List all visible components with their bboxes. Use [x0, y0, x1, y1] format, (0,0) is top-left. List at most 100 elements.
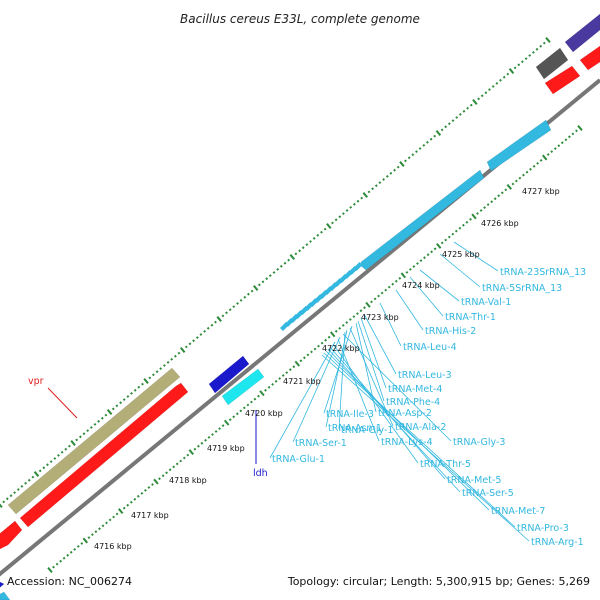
tick-dot-outer: [216, 316, 222, 322]
tick-dot-inner: [550, 150, 554, 154]
tick-dot-inner: [320, 341, 324, 345]
tick-dot-outer: [341, 212, 345, 216]
tick-dot-outer: [415, 150, 418, 154]
tick-dot-outer: [78, 435, 82, 439]
trna-label[interactable]: tRNA-23SrRNA_13: [500, 267, 586, 278]
trna-label[interactable]: tRNA-5SrRNA_13: [482, 283, 562, 294]
tick-dot-outer: [506, 72, 510, 76]
tick-dot-inner: [454, 229, 458, 233]
tick-dot-outer: [122, 398, 126, 402]
trna-label[interactable]: tRNA-Pro-3: [517, 523, 569, 534]
trna-label[interactable]: tRNA-Asn-1: [328, 423, 382, 434]
tick-dot-inner: [490, 200, 494, 204]
tick-dot-inner: [239, 409, 243, 413]
trna-label[interactable]: tRNA-Glu-1: [272, 454, 325, 465]
tick-dot-outer: [513, 66, 517, 70]
feature-red-1[interactable]: [19, 382, 189, 528]
feature-cyan-1[interactable]: [221, 368, 265, 406]
tick-dot-outer: [188, 342, 192, 346]
feature-blue-ldh[interactable]: [208, 355, 250, 394]
tick-dot-inner: [186, 453, 190, 457]
tick-dot-outer: [199, 333, 203, 336]
trna-label[interactable]: tRNA-Thr-5: [420, 459, 471, 470]
tick-dot-inner: [522, 173, 525, 177]
tick-dot-inner: [451, 232, 455, 236]
feature-red-4[interactable]: [579, 45, 600, 71]
trna-label[interactable]: tRNA-Thr-1: [445, 312, 496, 323]
feature-cyan-corner[interactable]: [0, 591, 11, 600]
trna-leader-line: [379, 302, 402, 347]
trna-label[interactable]: tRNA-Asp-2: [378, 408, 432, 419]
tick-dot-outer: [289, 254, 295, 260]
feature-purple[interactable]: [564, 13, 600, 53]
tick-dot-inner: [440, 241, 444, 245]
tick-dot-inner: [235, 412, 239, 416]
tick-dot-inner: [306, 353, 310, 357]
tick-dot-inner: [299, 359, 303, 363]
tick-dot-outer: [396, 165, 400, 169]
tick-dot-inner: [497, 194, 501, 198]
trna-label[interactable]: tRNA-Met-5: [447, 475, 501, 486]
trna-chevron[interactable]: [353, 262, 363, 271]
tick-dot-inner: [370, 300, 373, 304]
tick-dot-inner: [465, 220, 469, 224]
kbp-label: 4719 kbp: [207, 444, 245, 453]
trna-label[interactable]: tRNA-Ser-5: [462, 488, 514, 499]
tick-dot-inner: [317, 344, 320, 348]
tick-dot-inner: [412, 265, 416, 268]
trna-label[interactable]: tRNA-Ala-2: [395, 422, 446, 433]
trna-label[interactable]: tRNA-His-2: [425, 326, 476, 337]
tick-dot-outer: [106, 409, 113, 415]
tick-dot-inner: [416, 262, 419, 265]
trna-label[interactable]: tRNA-Val-1: [461, 297, 511, 308]
tick-dot-outer: [545, 37, 551, 43]
tick-dot-outer: [418, 147, 422, 150]
trna-label[interactable]: tRNA-Leu-4: [403, 342, 457, 353]
tick-dot-inner: [175, 462, 179, 466]
trna-label[interactable]: tRNA-Lys-4: [381, 437, 433, 448]
feature-cyan-3[interactable]: [486, 119, 552, 172]
trna-label[interactable]: tRNA-Ile-3: [326, 409, 374, 420]
tick-dot-outer: [520, 60, 524, 64]
tick-dot-outer: [82, 432, 86, 436]
gene-label-ldh[interactable]: ldh: [253, 468, 268, 479]
tick-dot-inner: [196, 444, 200, 448]
tick-dot-outer: [326, 223, 332, 229]
tick-dot-inner: [310, 350, 313, 354]
kbp-label: 4716 kbp: [94, 542, 132, 551]
trna-label[interactable]: tRNA-Gly-3: [453, 437, 505, 448]
feature-track: [0, 13, 600, 600]
tick-dot-outer: [115, 404, 119, 408]
tick-dot-outer: [362, 192, 368, 198]
feature-red-3[interactable]: [544, 65, 581, 95]
trna-leader-line: [342, 333, 452, 442]
tick-dot-inner: [387, 285, 391, 289]
tick-dot-inner: [259, 390, 265, 397]
tick-dot-outer: [148, 376, 152, 380]
tick-dot-outer: [472, 99, 478, 105]
feature-olive-vpr[interactable]: [7, 367, 181, 515]
tick-dot-inner: [302, 356, 306, 360]
trna-label[interactable]: tRNA-Arg-1: [531, 537, 584, 548]
tick-dot-inner: [525, 170, 529, 174]
feature-blue-corner[interactable]: [0, 581, 5, 589]
tick-dot-inner: [249, 400, 253, 404]
tick-dot-outer: [466, 106, 470, 110]
tick-dot-inner: [211, 433, 214, 436]
gene-label-vpr[interactable]: vpr: [28, 376, 44, 387]
tick-dot-outer: [162, 364, 166, 367]
feature-gray[interactable]: [535, 47, 569, 80]
tick-dot-outer: [177, 351, 181, 355]
tick-dot-outer: [360, 196, 364, 200]
trna-label[interactable]: tRNA-Ser-1: [295, 438, 347, 449]
trna-label[interactable]: tRNA-Phe-4: [386, 397, 440, 408]
trna-label[interactable]: tRNA-Met-7: [491, 506, 545, 517]
tick-dot-inner: [246, 403, 250, 407]
trna-label[interactable]: tRNA-Leu-3: [398, 370, 452, 381]
tick-dot-outer: [440, 128, 444, 132]
trna-label[interactable]: tRNA-Met-4: [388, 384, 442, 395]
feature-red-2[interactable]: [0, 520, 23, 550]
trna-leader-line: [439, 253, 481, 288]
tick-dot-outer: [75, 438, 79, 442]
trna-label[interactable]: tRNA-Gly-1: [341, 425, 393, 436]
